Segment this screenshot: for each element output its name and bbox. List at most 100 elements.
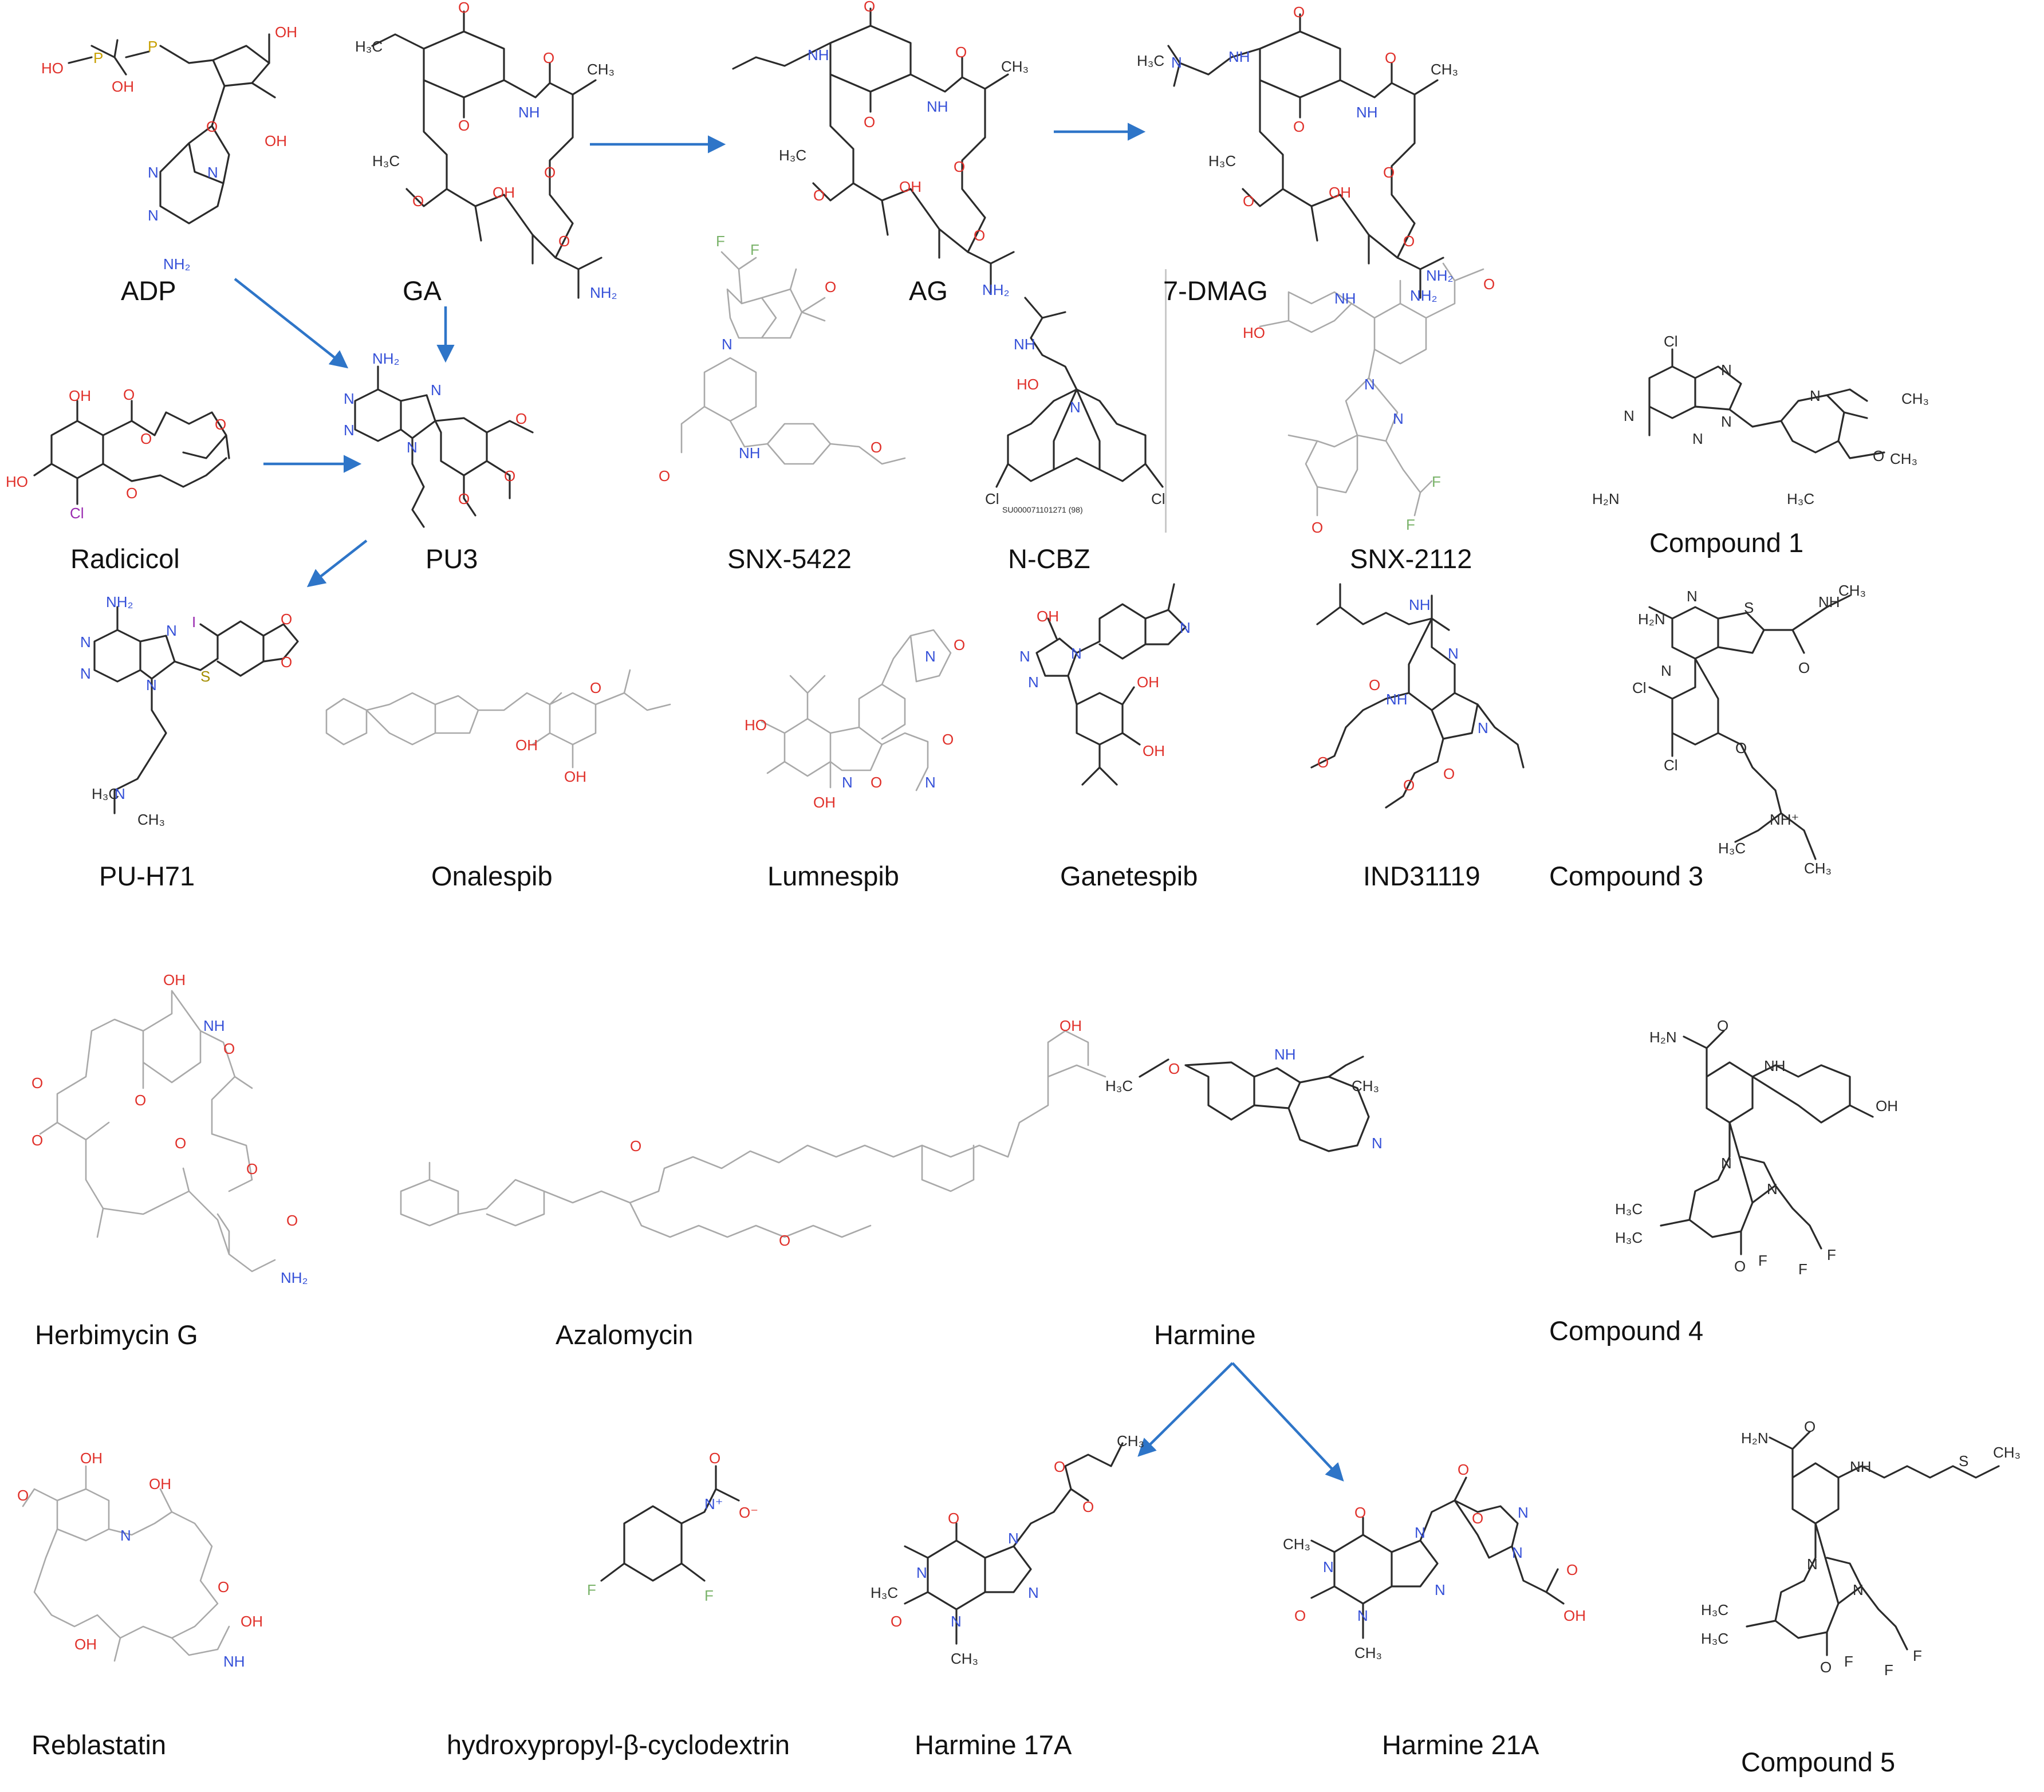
atom-label: N [1448,645,1459,662]
atom-label: OH [1876,1097,1898,1114]
atom-label: N [148,164,159,181]
atom-label: NH₂ [372,350,400,367]
atom-label: N [1071,645,1082,662]
atom-label: H₃C [1787,490,1814,507]
atom-label: O [1873,447,1884,464]
atom-label: O [504,467,515,485]
atom-label: N [925,648,936,665]
atom-label: CH₃ [1352,1077,1379,1094]
atom-label: Cl [1151,490,1165,507]
atom-label: O [1483,275,1495,293]
atom-label: H₂N [1638,611,1665,628]
atom-label: S [1959,1452,1968,1470]
label-azalomycin: Azalomycin [556,1320,694,1350]
panel-divider [1165,269,1167,533]
atom-label: O [1054,1458,1065,1475]
atom-label: O [1243,192,1254,210]
atom-label: O [1385,49,1396,66]
atom-label: OH [1060,1017,1082,1034]
atom-label: N⁺ [704,1495,723,1513]
label-ind31119: IND31119 [1363,861,1480,891]
atom-label: NH₂ [1410,287,1438,304]
atom-label: P [93,49,103,66]
atom-label: O [630,1137,641,1155]
atom-label: N [1687,588,1698,605]
atom-label: O [1566,1561,1578,1578]
atom-label: F [1406,516,1415,533]
atom-label: O [1798,659,1810,676]
atom-label: O [31,1074,43,1092]
atom-label: NH [1014,336,1035,353]
atom-label: O [1293,118,1305,135]
atom-label: H₃C [1701,1630,1728,1647]
structure-puh71: NH₂ N N N N S I O O H₃C N CH₃ [80,593,299,828]
atom-label: O [17,1487,29,1504]
atom-label: N [925,774,936,791]
atom-label: O [1383,164,1395,181]
atom-label: CH₃ [137,811,165,828]
atom-label: N [407,439,418,456]
atom-label: CH₃ [1804,860,1832,877]
atom-label: N [1767,1180,1778,1198]
atom-label: O [223,1040,235,1057]
atom-label: O [140,430,152,447]
atom-label: O⁻ [739,1504,758,1521]
atom-label: HO [745,716,767,734]
label-snx2112: SNX-2112 [1350,543,1472,574]
atom-label: H₃C [1137,52,1164,69]
atom-label: N [1478,719,1488,737]
atom-label: CH₃ [1838,582,1866,599]
atom-label: O [590,679,601,696]
label-hpbcd: hydroxypropyl-β-cyclodextrin [447,1730,790,1760]
atom-label: NH [1356,104,1378,121]
atom-label: O [1472,1510,1483,1527]
atom-label: OH [265,132,287,149]
atom-label: O [1354,1504,1366,1521]
atom-label: P [148,38,157,55]
atom-label: O [286,1212,298,1229]
atom-label: N [80,665,91,682]
atom-label: NH [518,104,540,121]
atom-label: NH [1274,1046,1296,1063]
structure-azalomycin: O O OH [400,1017,1106,1249]
atom-label: N [916,1564,927,1581]
atom-label: N [146,676,157,694]
label-17dmag: 7-DMAG [1163,275,1268,306]
atom-label: O [954,636,965,653]
atom-label: O [458,0,470,16]
atom-label: NH [1386,691,1408,708]
atom-label: S [200,668,210,685]
atom-label: O [1403,233,1415,250]
atom-label: N [1661,662,1672,679]
atom-label: F [1884,1661,1893,1679]
structure-pu3: NH₂ N N N N O O O [344,350,534,528]
label-17aag: AG [909,275,948,306]
atom-label: O [206,118,218,135]
atom-label: O [1443,765,1455,782]
atom-label: N [344,390,355,407]
atom-label: O [659,467,670,485]
label-compound5: Compound 5 [1741,1747,1896,1777]
atom-label: CH₃ [1890,450,1917,467]
atom-label: CH₃ [1431,61,1458,78]
atom-label: O [175,1135,186,1152]
atom-label: O [1294,1607,1306,1624]
atom-caption: SU000071101271 (98) [1002,505,1083,514]
atom-label: NH [1228,48,1250,65]
structure-herbimycin: OH NH O O O O O O O NH₂ [31,971,308,1286]
atom-label: O [864,0,875,15]
atom-label: Cl [985,490,999,507]
atom-label: OH [74,1636,97,1653]
structure-adp: HO P P OH OH OH O N N N NH₂ [41,23,297,273]
atom-label: OH [899,178,921,195]
label-harmine21a: Harmine 21A [1382,1730,1539,1760]
atom-label: O [813,187,825,204]
atom-label: OH [1143,742,1165,759]
atom-label: OH [1137,674,1159,691]
atom-label: N [1070,399,1081,416]
atom-label: O [955,44,967,61]
atom-label: F [1844,1653,1853,1670]
atom-label: O [1458,1461,1469,1478]
atom-label: N [1028,674,1039,691]
atom-label: O [123,386,135,403]
